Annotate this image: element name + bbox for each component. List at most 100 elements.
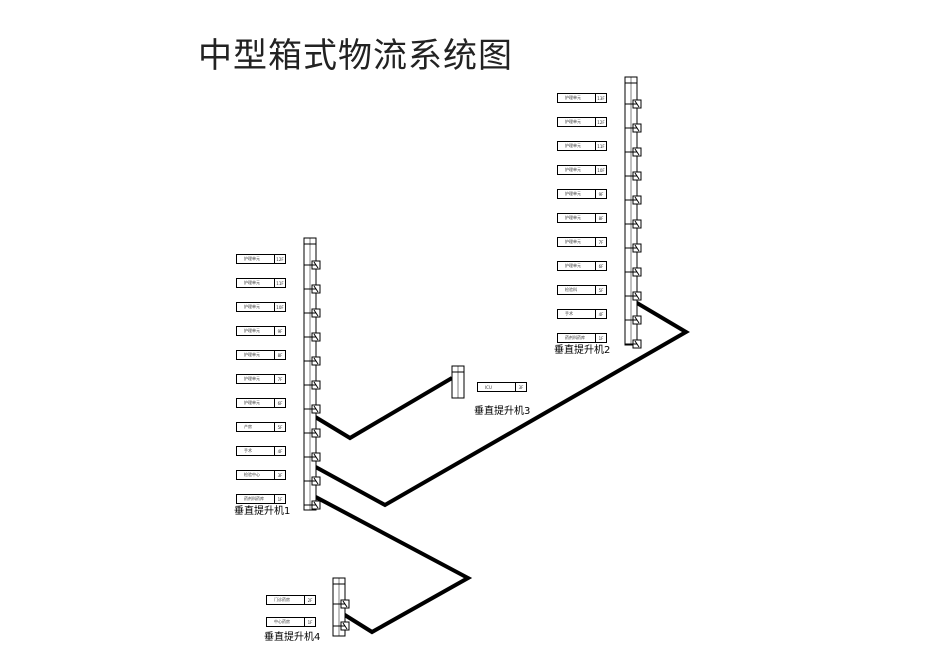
shaft-station-symbol [625,123,642,133]
floor-station-number: 7F [595,238,606,246]
floor-station-name: 护理单元 [565,95,581,100]
lift-label: 垂直提升机1 [234,506,291,517]
floor-station: 产房 5F [236,422,286,432]
floor-station-number: 4F [274,447,285,455]
shaft-station-symbol [333,621,350,631]
floor-station-number: 7F [274,375,285,383]
floor-station: ICU 3F [477,382,527,392]
shaft-station-symbol [333,599,350,609]
floor-station-number: 11F [274,279,285,287]
floor-station-name: 检验中心 [244,472,260,477]
floor-station-number: 3F [515,383,526,391]
floor-station-name: 护理单元 [565,119,581,124]
floor-station-name: 产房 [244,424,252,429]
floor-station: 护理单元 6F [557,261,607,271]
floor-station-number: 8F [595,214,606,222]
floor-station: 护理单元 12F [236,254,286,264]
shaft-station-symbol [625,219,642,229]
floor-station-name: 护理单元 [565,239,581,244]
floor-station-number: 1F [274,495,285,503]
floor-station-name: 药剂科药库 [565,335,585,340]
floor-station-name: 护理单元 [565,191,581,196]
floor-station-name: 护理单元 [244,304,260,309]
shaft-station-symbol [625,267,642,277]
floor-station-number: 5F [274,423,285,431]
floor-station-number: 5F [595,286,606,294]
shaft-station-symbol [304,380,321,390]
floor-station-name: 护理单元 [244,256,260,261]
floor-station-name: 护理单元 [244,376,260,381]
track-lift1-to-lift3 [310,376,454,441]
floor-station-number: 4F [595,310,606,318]
floor-station: 护理单元 9F [557,189,607,199]
shaft-station-symbol [304,332,321,342]
floor-station-number: 6F [274,399,285,407]
floor-station: 药剂科药库 1F [236,494,286,504]
floor-station-number: 11F [595,142,606,150]
floor-station: 检验科 5F [557,285,607,295]
shaft-station-symbol [304,452,321,462]
track-lift1-to-lift2 [311,298,690,508]
floor-station: 护理单元 10F [557,165,607,175]
floor-station: 手术 4F [557,309,607,319]
floor-station: 门诊药房 2F [266,595,316,605]
shaft-station-symbol [625,291,642,301]
shaft-station-symbol [304,308,321,318]
floor-station-number: 1F [595,334,606,342]
shaft-station-symbol [304,356,321,366]
shaft-station-symbol [304,428,321,438]
floor-station-name: 手术 [565,311,573,316]
floor-station-number: 8F [274,351,285,359]
lift-label: 垂直提升机4 [264,632,321,643]
shaft-station-symbol [304,500,321,510]
floor-station-name: 护理单元 [565,215,581,220]
floor-station: 护理单元 7F [236,374,286,384]
shaft-station-symbol [304,260,321,270]
floor-station: 护理单元 12F [557,117,607,127]
floor-station-number: 9F [274,327,285,335]
floor-station-name: 护理单元 [565,143,581,148]
shaft-station-symbol [625,195,642,205]
floor-station: 中心药房 1F [266,617,316,627]
floor-station-name: 手术 [244,448,252,453]
floor-station-number: 12F [274,255,285,263]
lift-label: 垂直提升机2 [554,345,611,356]
lift-label: 垂直提升机3 [474,406,531,417]
floor-station-name: 门诊药房 [274,597,290,602]
floor-station-number: 6F [595,262,606,270]
floor-station-name: 药剂科药库 [244,496,264,501]
floor-station-name: 护理单元 [565,263,581,268]
floor-station-name: ICU [485,384,492,390]
floor-station: 护理单元 7F [557,237,607,247]
floor-station-number: 9F [595,190,606,198]
shaft-station-symbol [304,284,321,294]
floor-station: 护理单元 11F [557,141,607,151]
shaft-station-symbol [625,99,642,109]
floor-station-name: 护理单元 [244,352,260,357]
floor-station-number: 13F [595,94,606,102]
floor-station-number: 10F [274,303,285,311]
floor-station-name: 中心药房 [274,619,290,624]
floor-station-name: 护理单元 [244,328,260,333]
shaft-station-symbol [625,339,642,349]
floor-station-number: 1F [304,618,315,626]
floor-station-number: 2F [304,596,315,604]
shaft-station-symbol [625,315,642,325]
floor-station: 护理单元 10F [236,302,286,312]
floor-station: 药剂科药库 1F [557,333,607,343]
shaft-station-symbol [625,171,642,181]
shaft-station-symbol [304,404,321,414]
floor-station-number: 10F [595,166,606,174]
floor-station: 护理单元 8F [236,350,286,360]
floor-station-number: 12F [595,118,606,126]
shaft-station-symbol [625,243,642,253]
floor-station-name: 检验科 [565,287,577,292]
floor-station: 护理单元 9F [236,326,286,336]
diagram-title: 中型箱式物流系统图 [198,36,513,76]
shaft-station-symbol [625,147,642,157]
floor-station-name: 护理单元 [565,167,581,172]
